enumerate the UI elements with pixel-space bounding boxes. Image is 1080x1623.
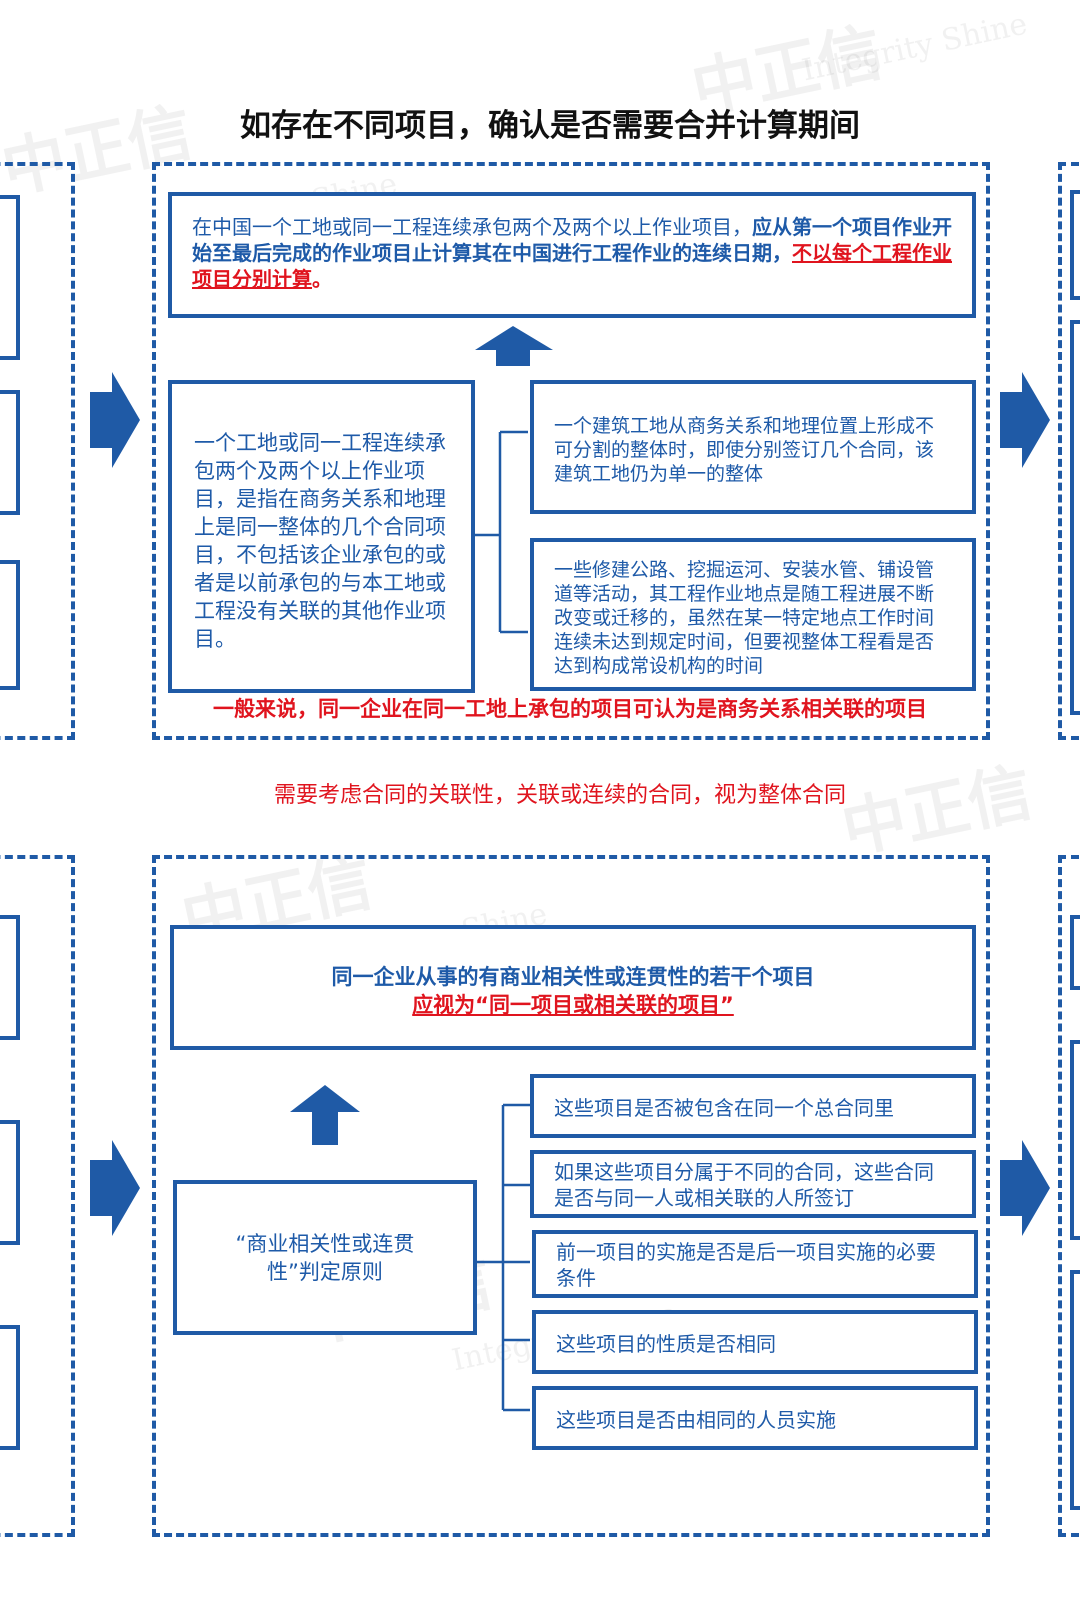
left-box-fragment	[0, 195, 20, 360]
right-panel-bottom	[1058, 855, 1080, 1537]
page-title: 如存在不同项目，确认是否需要合并计算期间	[240, 108, 860, 144]
middle-note: 需要考虑合同的关联性，关联或连续的合同，视为整体合同	[273, 783, 846, 808]
left-panel-bottom	[0, 855, 75, 1537]
bottom-main-line2: 应视为“同一项目或相关联的项目”	[412, 993, 734, 1017]
bracket-connector	[477, 1103, 530, 1412]
top-footer-note: 一般来说，同一企业在同一工地上承包的项目可认为是商务关系相关联的项目	[213, 697, 927, 721]
principle-box: “商业相关性或连贯性”判定原则	[173, 1180, 477, 1335]
top-main-normal: 在中国一个工地或同一工程连续承包两个及两个以上作业项目，	[192, 215, 752, 239]
bottom-main-line1: 同一企业从事的有商业相关性或连贯性的若干个项目	[331, 965, 815, 989]
arrow-right-icon	[1000, 372, 1050, 468]
right-box-fragment	[1070, 1270, 1080, 1510]
bracket-connector	[475, 430, 528, 634]
top-left-desc-box: 一个工地或同一工程连续承包两个及两个以上作业项目，是指在商务关系和地理上是同一整…	[168, 380, 475, 693]
top-main-emphasis: 不以每个工程作业项目分别计算	[192, 241, 952, 291]
arrow-right-icon	[1000, 1140, 1050, 1236]
left-box-fragment	[0, 1120, 20, 1245]
criteria-box-1: 这些项目是否被包含在同一个总合同里	[530, 1074, 976, 1138]
left-box-fragment	[0, 390, 20, 515]
top-main-end: 。	[312, 267, 332, 291]
arrow-right-icon	[90, 1140, 140, 1236]
top-right-box-2: 一些修建公路、挖掘运河、安装水管、铺设管道等活动，其工程作业地点是随工程进展不断…	[530, 538, 976, 691]
left-box-fragment	[0, 1325, 20, 1450]
left-panel-top	[0, 162, 75, 740]
bottom-main-box: 同一企业从事的有商业相关性或连贯性的若干个项目 应视为“同一项目或相关联的项目”	[170, 925, 976, 1050]
arrow-up-icon	[290, 1085, 360, 1145]
right-panel-top	[1058, 162, 1080, 740]
criteria-box-2: 如果这些项目分属于不同的合同，这些合同是否与同一人或相关联的人所签订	[530, 1150, 976, 1218]
bottom-panel	[152, 855, 990, 1537]
criteria-box-5: 这些项目是否由相同的人员实施	[532, 1386, 978, 1450]
arrow-right-icon	[90, 372, 140, 468]
top-panel	[152, 162, 990, 740]
arrow-up-icon	[475, 326, 553, 366]
top-main-box: 在中国一个工地或同一工程连续承包两个及两个以上作业项目，应从第一个项目作业开始至…	[168, 192, 976, 318]
criteria-box-4: 这些项目的性质是否相同	[532, 1310, 978, 1374]
right-box-fragment	[1070, 320, 1080, 715]
top-main-bold: 应从第一个项目作业开始至最后完成的作业项目止计算其在中国进行工程作业的连续日期，	[192, 215, 952, 265]
top-right-box-1: 一个建筑工地从商务关系和地理位置上形成不可分割的整体时，即使分别签订几个合同，该…	[530, 380, 976, 514]
left-box-fragment	[0, 915, 20, 1040]
right-box-fragment	[1070, 915, 1080, 990]
left-box-fragment	[0, 560, 20, 690]
right-box-fragment	[1070, 1040, 1080, 1240]
criteria-box-3: 前一项目的实施是否是后一项目实施的必要条件	[532, 1230, 978, 1298]
right-box-fragment	[1070, 190, 1080, 300]
